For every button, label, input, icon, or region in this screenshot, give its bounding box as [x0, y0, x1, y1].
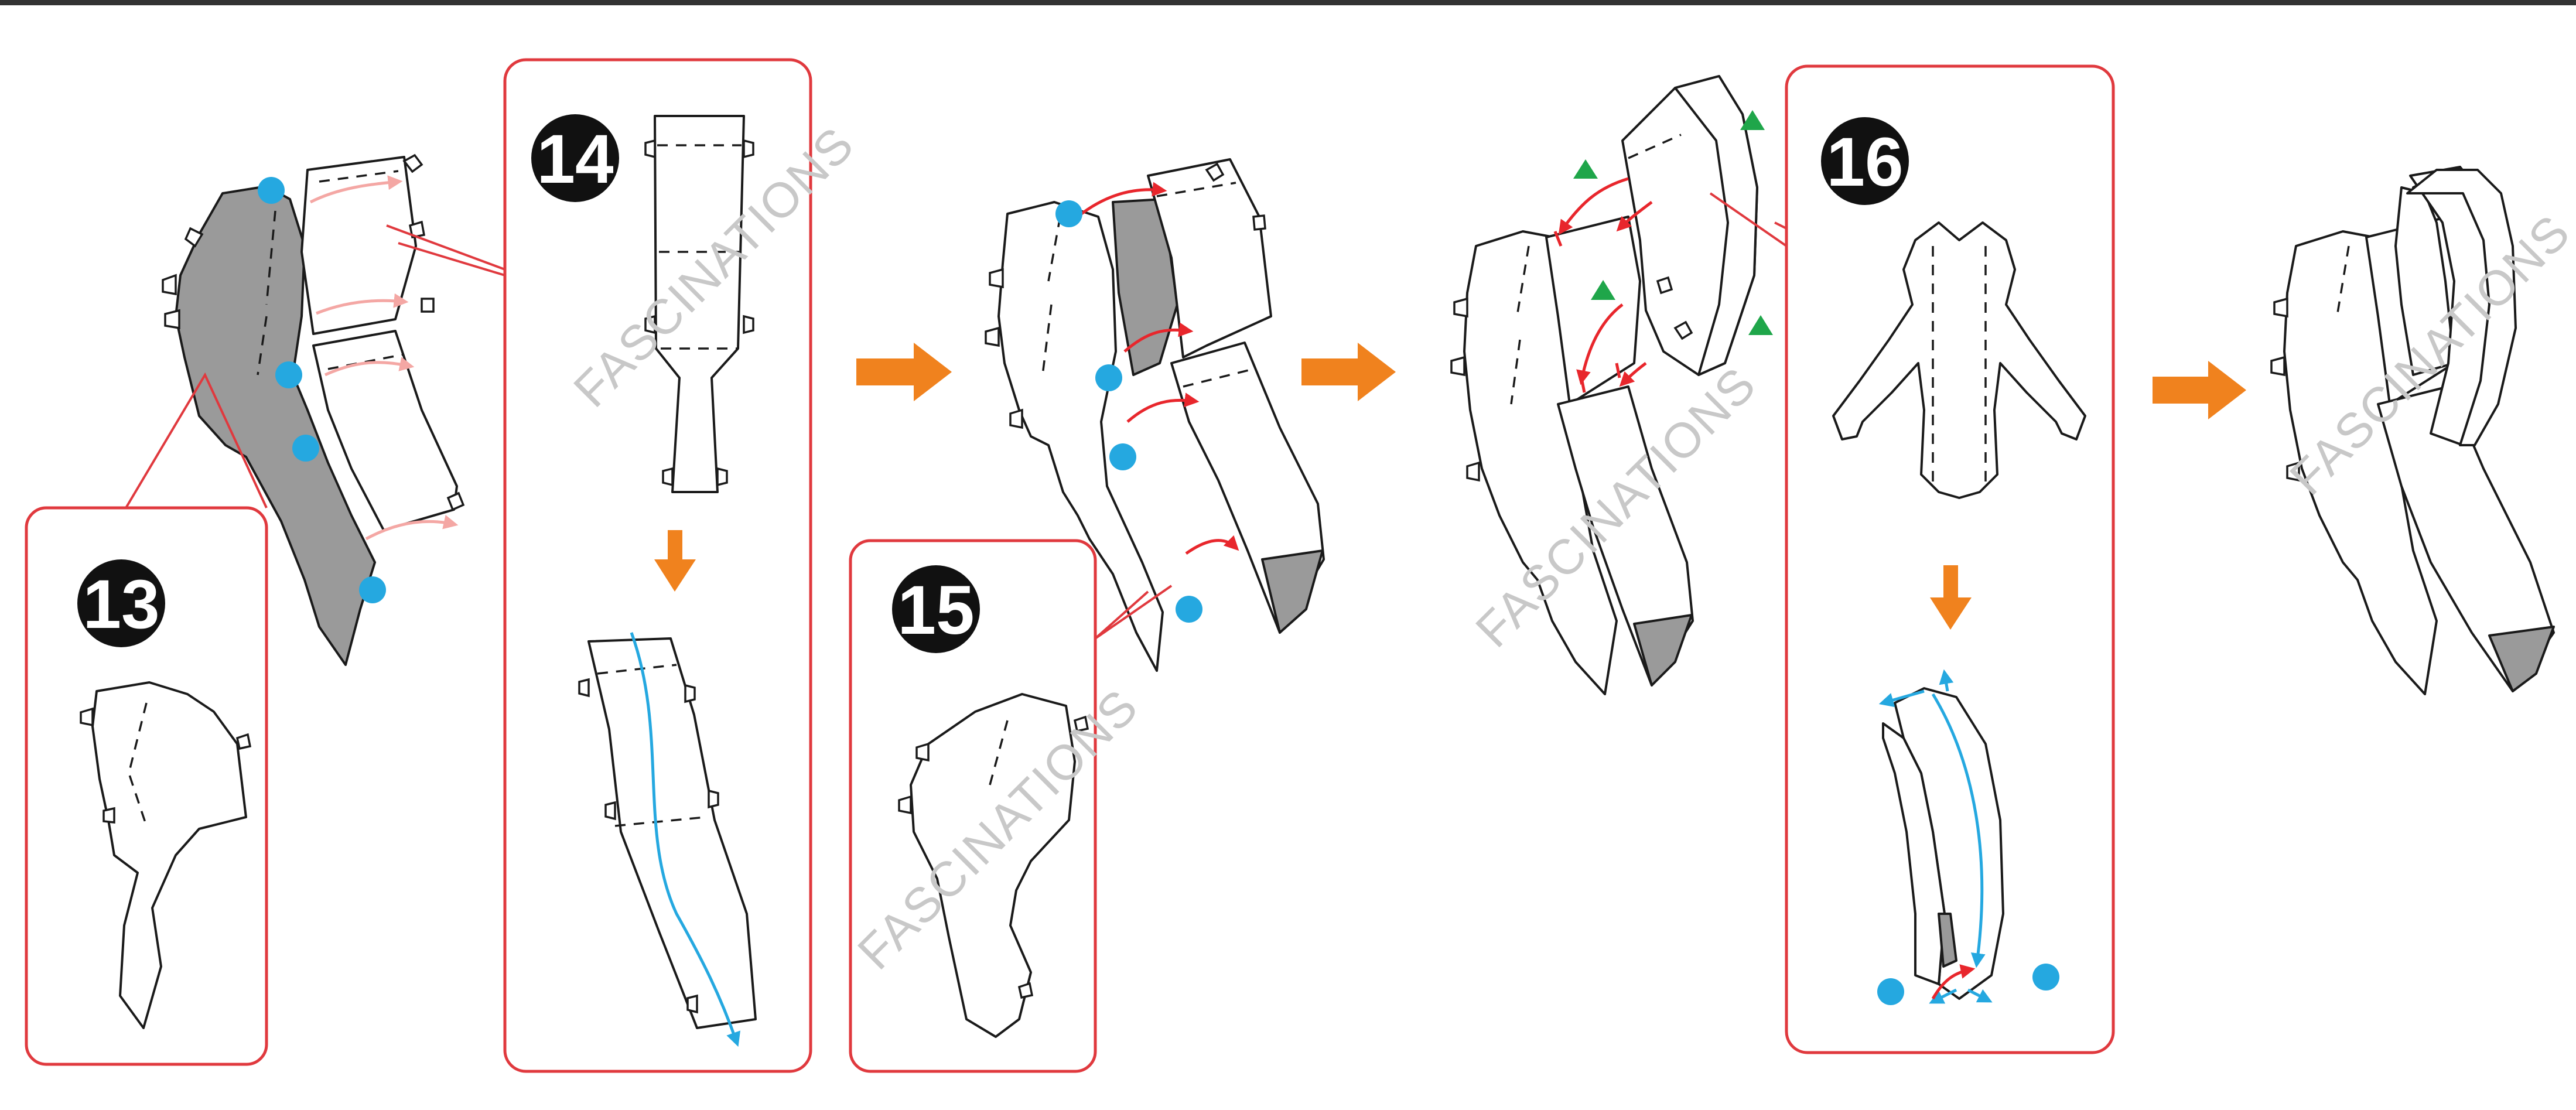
step-16-number: 16 [1826, 124, 1903, 201]
blue-dot-icon [1176, 596, 1202, 623]
step-16-detail-panel: 16 [1710, 66, 2113, 1053]
orange-arrow-icon [2153, 361, 2246, 419]
blue-dot-icon [292, 435, 319, 462]
orange-arrow-icon [1301, 343, 1396, 401]
blue-dot-icon [1055, 200, 1082, 227]
orange-arrow-icon [856, 343, 952, 401]
green-triangle-icon [1748, 315, 1773, 335]
green-triangle-icon [1573, 159, 1598, 179]
orange-arrow-icon [1930, 565, 1972, 630]
step-13-assembly-figure [163, 155, 463, 665]
blue-dot-icon [2032, 964, 2059, 991]
top-rule [0, 0, 2576, 5]
blue-dot-icon [1109, 443, 1136, 470]
blue-dot-icon [359, 576, 386, 603]
blue-dot-icon [258, 177, 285, 204]
step-15-number: 15 [897, 572, 974, 649]
blue-dot-icon [275, 361, 302, 388]
step-15-assembly-figure [986, 159, 1324, 671]
orange-arrow-icon [654, 530, 696, 592]
blue-dot-icon [1877, 978, 1904, 1005]
blue-dot-icon [1095, 364, 1122, 391]
step-14-number: 14 [537, 121, 613, 198]
step-13-detail-panel: 13 [26, 375, 267, 1064]
step-13-number: 13 [83, 566, 159, 643]
